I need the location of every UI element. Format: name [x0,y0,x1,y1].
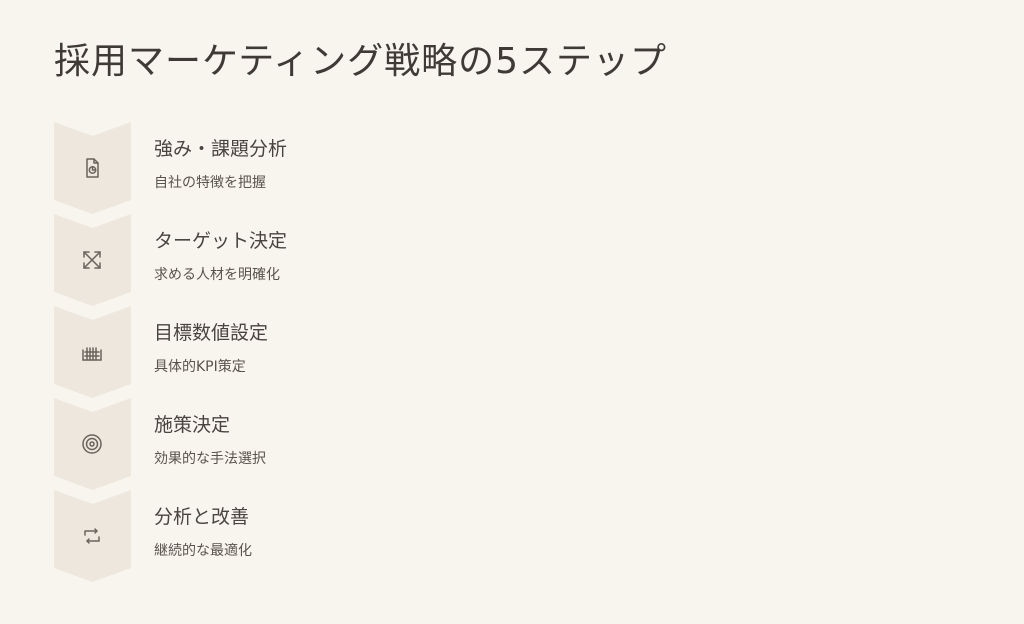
step-title: 分析と改善 [154,506,250,528]
step-3: 目標数値設定 具体的KPI策定 [54,306,754,398]
step-description: 自社の特徴を把握 [154,175,266,191]
step-chevron [54,490,131,582]
step-title: 強み・課題分析 [154,138,288,160]
step-5: 分析と改善 継続的な最適化 [54,490,754,582]
step-2: ターゲット決定 求める人材を明確化 [54,214,754,306]
step-description: 求める人材を明確化 [154,267,280,283]
step-description: 継続的な最適化 [154,543,252,559]
step-chevron [54,398,131,490]
step-description: 効果的な手法選択 [154,451,266,467]
page-title: 採用マーケティング戦略の5ステップ [54,41,668,82]
step-1: 強み・課題分析 自社の特徴を把握 [54,122,754,214]
step-title: 施策決定 [154,414,231,436]
step-title: ターゲット決定 [154,230,288,252]
step-title: 目標数値設定 [154,322,269,344]
step-description: 具体的KPI策定 [154,359,246,375]
grid-chart-icon [78,338,106,366]
document-chart-icon [78,154,106,182]
cycle-arrows-icon [78,522,106,550]
target-icon [78,430,106,458]
step-4: 施策決定 効果的な手法選択 [54,398,754,490]
arrows-cross-icon [78,246,106,274]
